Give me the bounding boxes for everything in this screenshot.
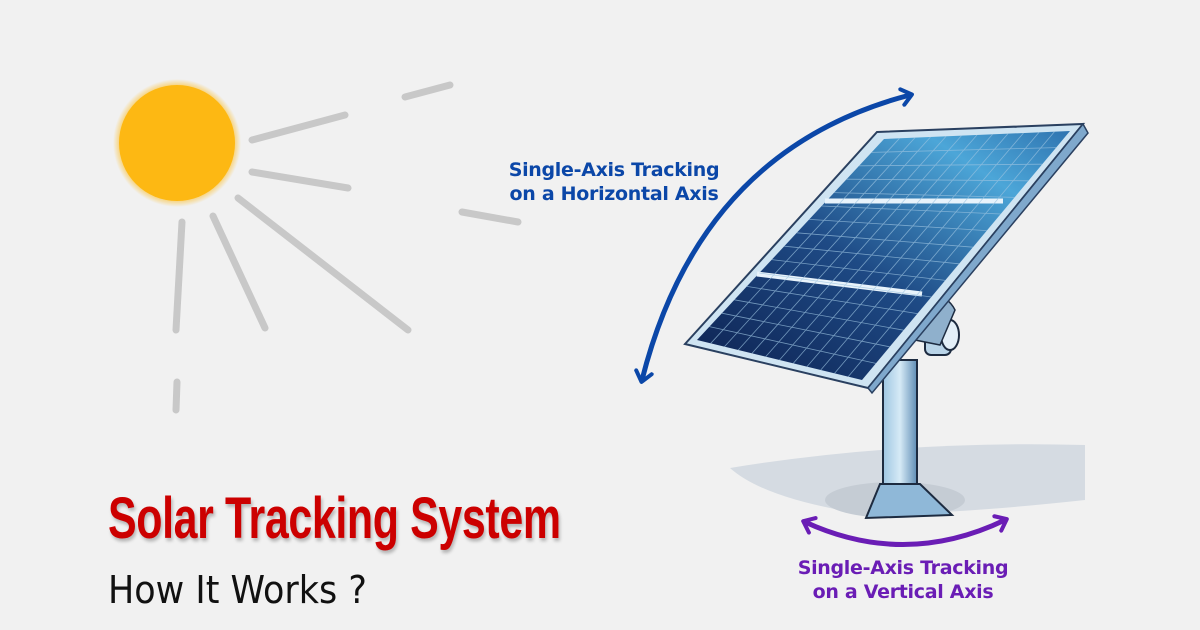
horizontal-axis-label-line2: on a Horizontal Axis <box>509 183 719 205</box>
vertical-axis-label-line2: on a Vertical Axis <box>812 581 994 603</box>
horizontal-axis-label: Single-Axis Tracking on a Horizontal Axi… <box>484 158 744 206</box>
page-title: Solar Tracking System <box>108 486 561 551</box>
vertical-axis-label-line1: Single-Axis Tracking <box>797 557 1009 579</box>
solar-panel-icon <box>683 122 1089 395</box>
sun-icon <box>113 79 241 207</box>
horizontal-axis-arrow <box>634 87 914 384</box>
vertical-axis-label: Single-Axis Tracking on a Vertical Axis <box>773 556 1033 604</box>
vertical-axis-arrow <box>801 514 1009 547</box>
sun-rays <box>172 81 522 414</box>
page-subtitle: How It Works ? <box>108 568 367 612</box>
horizontal-axis-label-line1: Single-Axis Tracking <box>508 159 720 181</box>
